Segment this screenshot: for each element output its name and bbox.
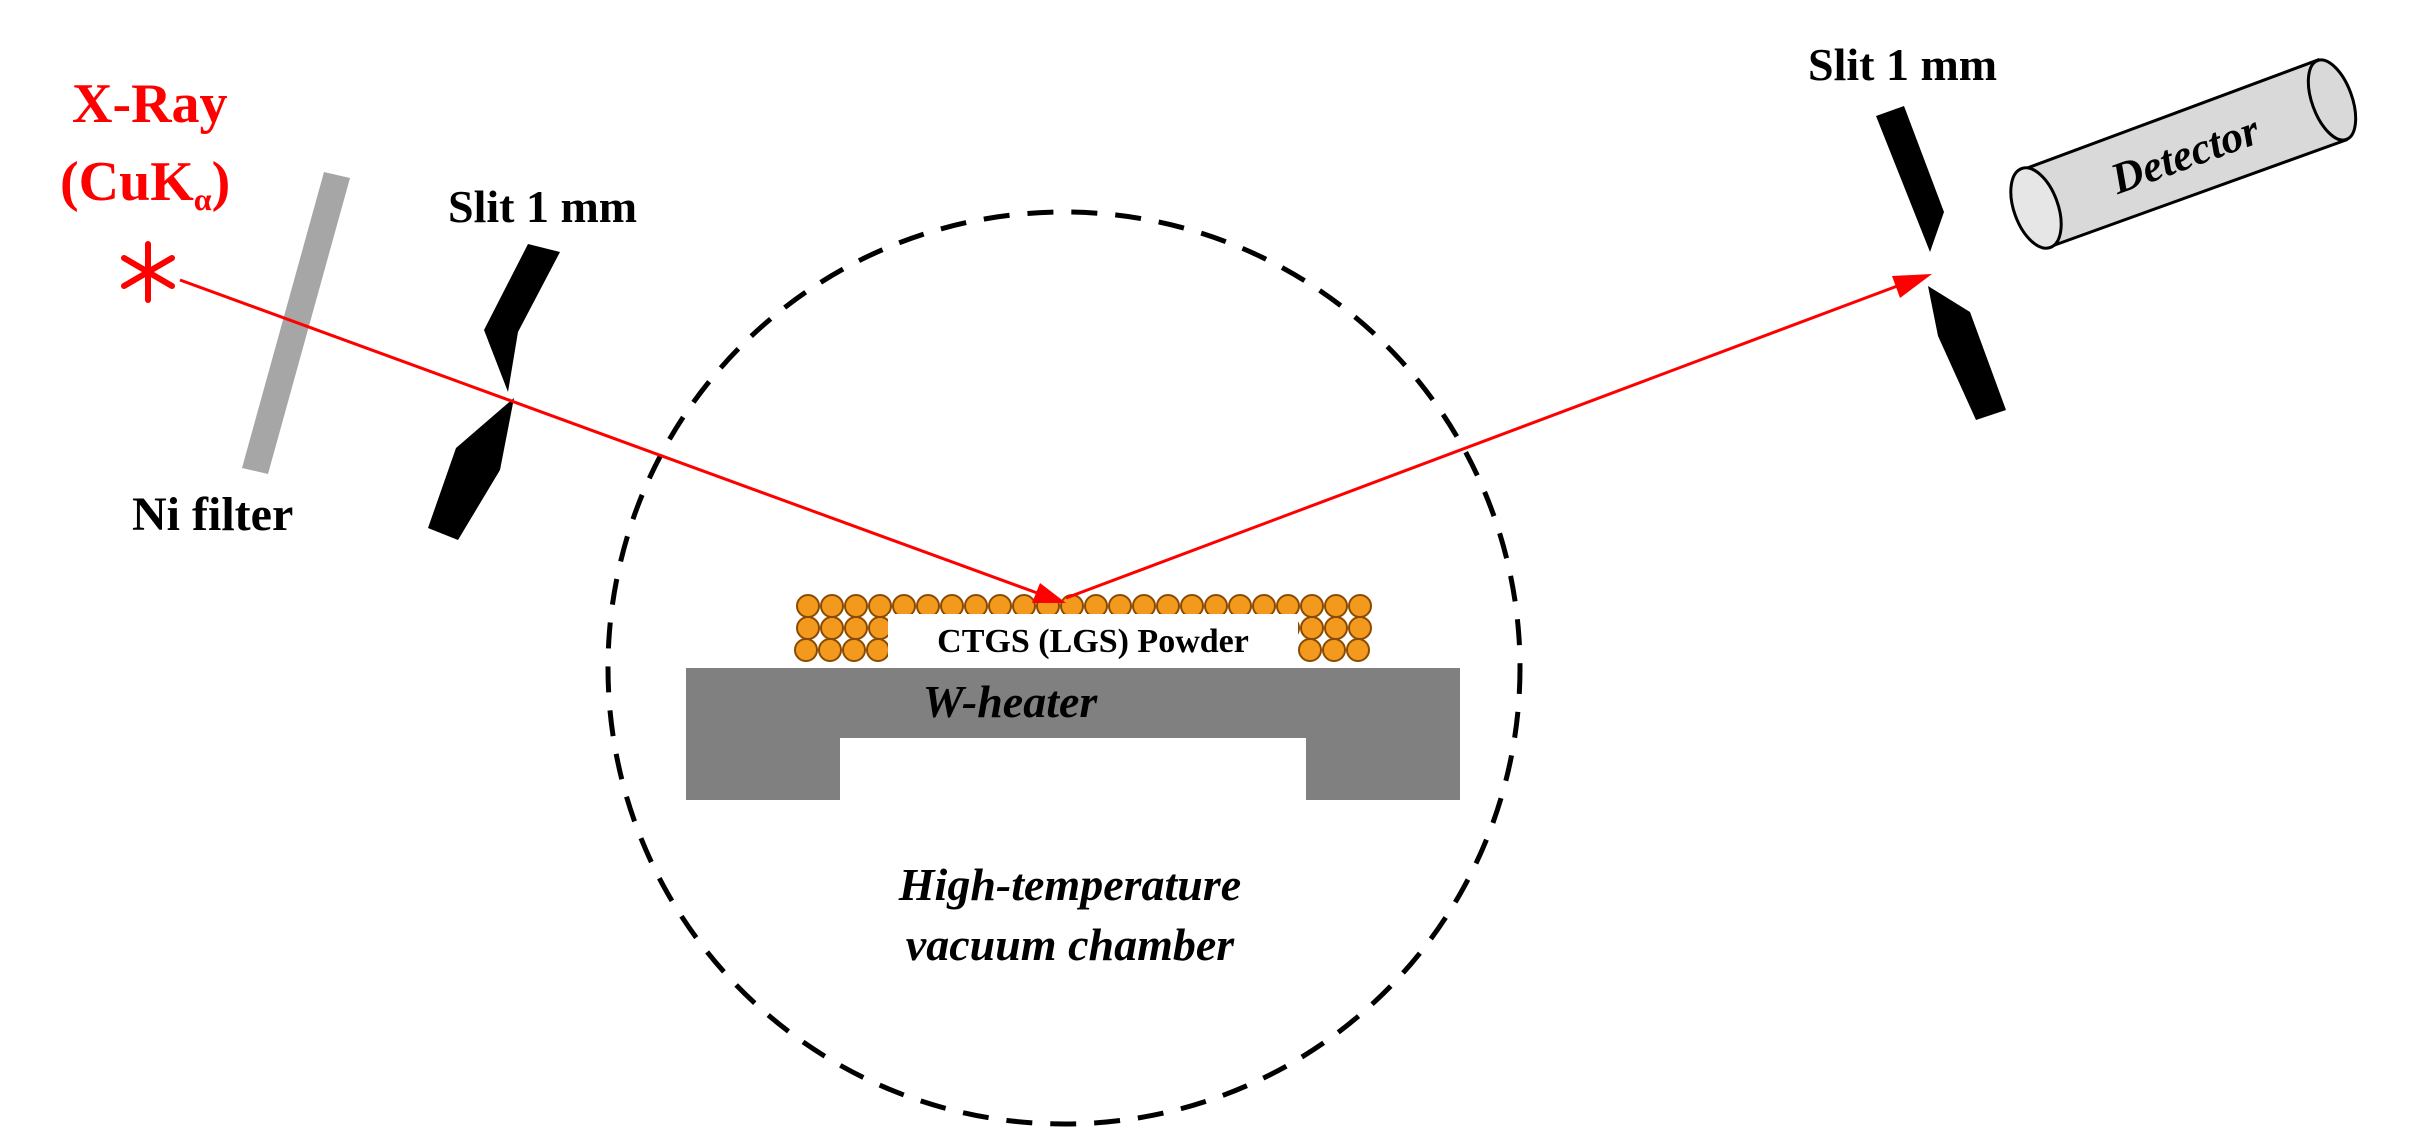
diffracted-beam (1065, 283, 1901, 600)
w-heater (686, 668, 1460, 800)
powder-particle (866, 638, 890, 662)
powder-particle (1300, 616, 1324, 640)
heater-label: W-heater (923, 676, 1099, 727)
powder-particle (1324, 594, 1348, 618)
powder-label-box (888, 614, 1298, 662)
powder-particle (916, 594, 940, 618)
powder-particle (868, 616, 892, 640)
powder-particle (844, 616, 868, 640)
powder-particle (1348, 594, 1372, 618)
powder-particle (1108, 594, 1132, 618)
powder-particle (1300, 594, 1324, 618)
chamber-label-line2: vacuum chamber (906, 919, 1235, 970)
powder-particle (842, 638, 866, 662)
xray-source-sublabel: (CuKα) (60, 151, 230, 217)
powder-particle (892, 594, 916, 618)
powder-particle (1346, 638, 1370, 662)
powder-particle (796, 616, 820, 640)
powder-particle (1204, 594, 1228, 618)
detector-cylinder (2009, 58, 2358, 250)
vacuum-chamber-circle (605, 209, 1523, 1127)
powder-particle (1012, 594, 1036, 618)
slit-left-label: Slit 1 mm (448, 181, 637, 232)
powder-label: CTGS (LGS) Powder (937, 623, 1249, 660)
xray-source-label: X-Ray (72, 73, 228, 135)
slit-left-lower-blade (428, 398, 514, 540)
powder-particle (964, 594, 988, 618)
incident-beam (179, 278, 1041, 596)
powder-particle (940, 594, 964, 618)
powder-particle (1348, 616, 1372, 640)
powder-particle (1276, 594, 1300, 618)
asterisk-star-icon (121, 241, 175, 303)
incident-beam-arrowhead (1032, 583, 1066, 603)
powder-particle (1324, 616, 1348, 640)
powder-particle (1298, 638, 1322, 662)
powder-particle (818, 638, 842, 662)
powder-particle (1252, 594, 1276, 618)
powder-particle (794, 638, 818, 662)
powder-particle (1156, 594, 1180, 618)
powder-particle (1060, 594, 1084, 618)
slit-left-upper-blade (484, 244, 560, 392)
powder-particle (820, 594, 844, 618)
powder-particle (868, 594, 892, 618)
powder-particle (1180, 594, 1204, 618)
powder-particle (820, 616, 844, 640)
powder-particle (1084, 594, 1108, 618)
powder-particle (1132, 594, 1156, 618)
ni-filter-label: Ni filter (132, 488, 293, 541)
powder-particle (988, 594, 1012, 618)
slit-right-label: Slit 1 mm (1808, 39, 1997, 90)
chamber-label-line1: High-temperature (898, 859, 1241, 910)
powder-particle (1228, 594, 1252, 618)
powder-particle (796, 594, 820, 618)
powder-particle (844, 594, 868, 618)
powder-particle (1322, 638, 1346, 662)
slit-right-upper-blade (1876, 106, 1944, 252)
slit-right-lower-blade (1928, 286, 2006, 420)
diffracted-beam-arrowhead (1892, 274, 1932, 298)
